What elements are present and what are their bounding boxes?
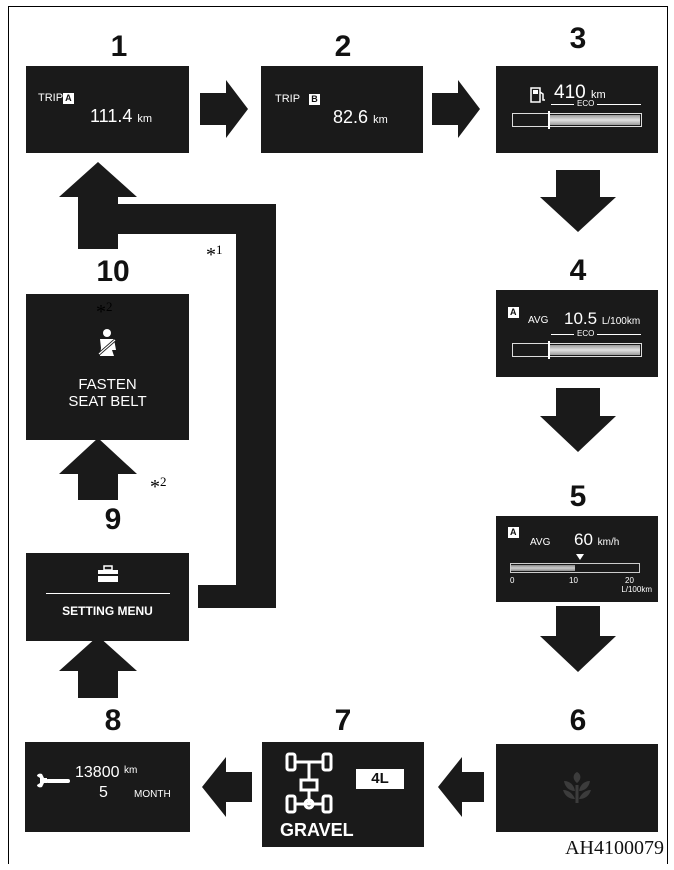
trip-a-unit: km	[137, 113, 153, 125]
screen-service-reminder: 13800 km 5 MONTH	[25, 742, 190, 832]
step-number-9: 9	[104, 503, 122, 536]
eco-bar	[512, 111, 642, 129]
arrow-2-to-3	[432, 80, 480, 138]
indicator-marker	[576, 554, 584, 560]
screen-range: 410 km ECO	[496, 66, 658, 153]
step-number-8: 8	[104, 704, 122, 737]
consumption-fill	[511, 565, 575, 571]
toolbox-icon	[98, 565, 118, 582]
arrow-3-to-4	[540, 170, 616, 232]
step-number-1: 1	[110, 30, 128, 63]
eco-label: ECO	[574, 99, 598, 108]
leaf-icon	[563, 772, 591, 803]
mode-label: GRAVEL	[280, 820, 354, 840]
connector-9-to-1	[59, 162, 276, 608]
avg-speed-value: 60	[574, 530, 593, 549]
footnote-marker-1: *1	[206, 242, 223, 266]
trip-label: TRIP	[275, 93, 301, 105]
avg-a-badge: A	[508, 527, 519, 538]
avg-consumption-value: 10.5	[564, 309, 598, 328]
screen-setting-menu: SETTING MENU	[26, 553, 189, 641]
screen-avg-consumption: A AVG 10.5 L/100km ECO	[496, 290, 658, 377]
footnote-marker-2: *2	[150, 474, 167, 498]
range-value: 410	[554, 82, 586, 103]
step-number-4: 4	[569, 254, 587, 287]
eco-bar	[512, 341, 642, 359]
screen-drive-mode: 4L GRAVEL	[262, 742, 424, 847]
service-month-value: 5	[99, 784, 108, 801]
consumption-bar	[510, 563, 640, 573]
trip-b-unit: km	[373, 114, 388, 126]
arrow-9-to-10	[59, 438, 137, 500]
axis-unit: L/100km	[621, 585, 652, 594]
tick-0: 0	[510, 576, 515, 585]
wrench-icon	[37, 773, 70, 788]
mode-badge: 4L	[356, 769, 404, 789]
fuel-pump-icon	[530, 87, 545, 103]
trip-b-value: 82.6	[333, 107, 369, 127]
service-km-value: 13800	[75, 764, 120, 781]
tick-10: 10	[569, 576, 578, 585]
avg-label: AVG	[528, 315, 549, 326]
arrow-8-to-9	[59, 636, 137, 698]
screen-eco-leaf	[496, 744, 658, 832]
arrow-7-to-8	[202, 757, 252, 817]
screen-trip-b: TRIP B 82.6 km	[261, 66, 423, 153]
drivetrain-icon	[285, 752, 333, 814]
avg-label: AVG	[530, 537, 551, 548]
arrow-6-to-7	[438, 757, 484, 817]
avg-consumption-unit: L/100km	[601, 316, 641, 327]
trip-label: TRIP	[38, 92, 64, 104]
arrow-5-to-6	[540, 606, 616, 672]
arrow-4-to-5	[540, 388, 616, 452]
seatbelt-icon	[98, 329, 116, 356]
trip-a-badge: A	[63, 93, 74, 104]
screen-avg-speed: A AVG 60 km/h 0 10 20 L/100km	[496, 516, 658, 602]
trip-a-value: 111.4	[90, 106, 133, 126]
footnote-marker-2-on-screen: *2	[96, 299, 113, 323]
seatbelt-line1: FASTEN	[78, 376, 137, 393]
service-km-unit: km	[123, 765, 138, 776]
figure-frame	[8, 6, 668, 864]
step-number-5: 5	[569, 480, 587, 513]
step-number-3: 3	[569, 22, 587, 55]
trip-b-badge: B	[309, 94, 320, 105]
tick-20: 20	[625, 576, 634, 585]
step-number-6: 6	[569, 704, 587, 737]
step-number-10: 10	[96, 255, 130, 288]
seatbelt-line2: SEAT BELT	[68, 393, 147, 410]
step-number-7: 7	[334, 704, 352, 737]
arrow-1-to-2	[200, 80, 248, 138]
range-unit: km	[590, 89, 606, 101]
avg-speed-unit: km/h	[597, 537, 620, 548]
screen-seatbelt-warning: FASTEN SEAT BELT	[26, 294, 189, 440]
eco-label: ECO	[574, 329, 598, 338]
figure-code: AH4100079	[565, 837, 664, 859]
step-number-2: 2	[334, 30, 352, 63]
service-month-unit: MONTH	[134, 789, 171, 800]
avg-a-badge: A	[508, 307, 519, 318]
setting-menu-label: SETTING MENU	[62, 604, 153, 618]
